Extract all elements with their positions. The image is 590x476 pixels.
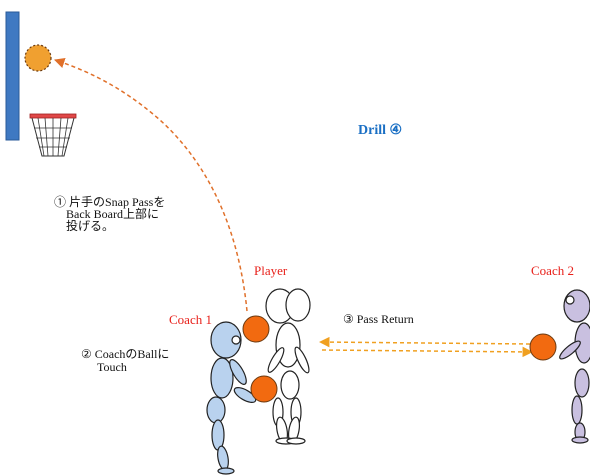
coach2-label: Coach 2 [531,263,574,278]
step1-line3: 投げる。 [66,219,115,233]
step1-line1: ① 片手のSnap Passを [54,195,166,209]
snap-pass-arrow [54,58,248,312]
player-label: Player [254,263,288,278]
coach1-figure [206,321,257,475]
drill-title: Drill ④ [358,123,403,138]
pass-return-arrow-to-player [318,336,531,348]
coach2-figure [559,289,590,444]
pass-return-arrow-to-coach2 [321,346,534,358]
coach1-ball [250,375,278,403]
coach2-ball [529,333,557,361]
step1-line2: Back Board上部に [66,207,159,221]
backboard [5,11,20,141]
step2-line2: Touch [97,360,127,374]
step3-label: ③ Pass Return [343,312,414,326]
player-ball [242,315,270,343]
step2-line1: ② CoachのBallに [81,347,170,361]
target-ball [24,44,52,72]
coach1-label: Coach 1 [169,312,212,327]
basket-hoop [29,113,77,157]
player-figure [265,288,311,445]
